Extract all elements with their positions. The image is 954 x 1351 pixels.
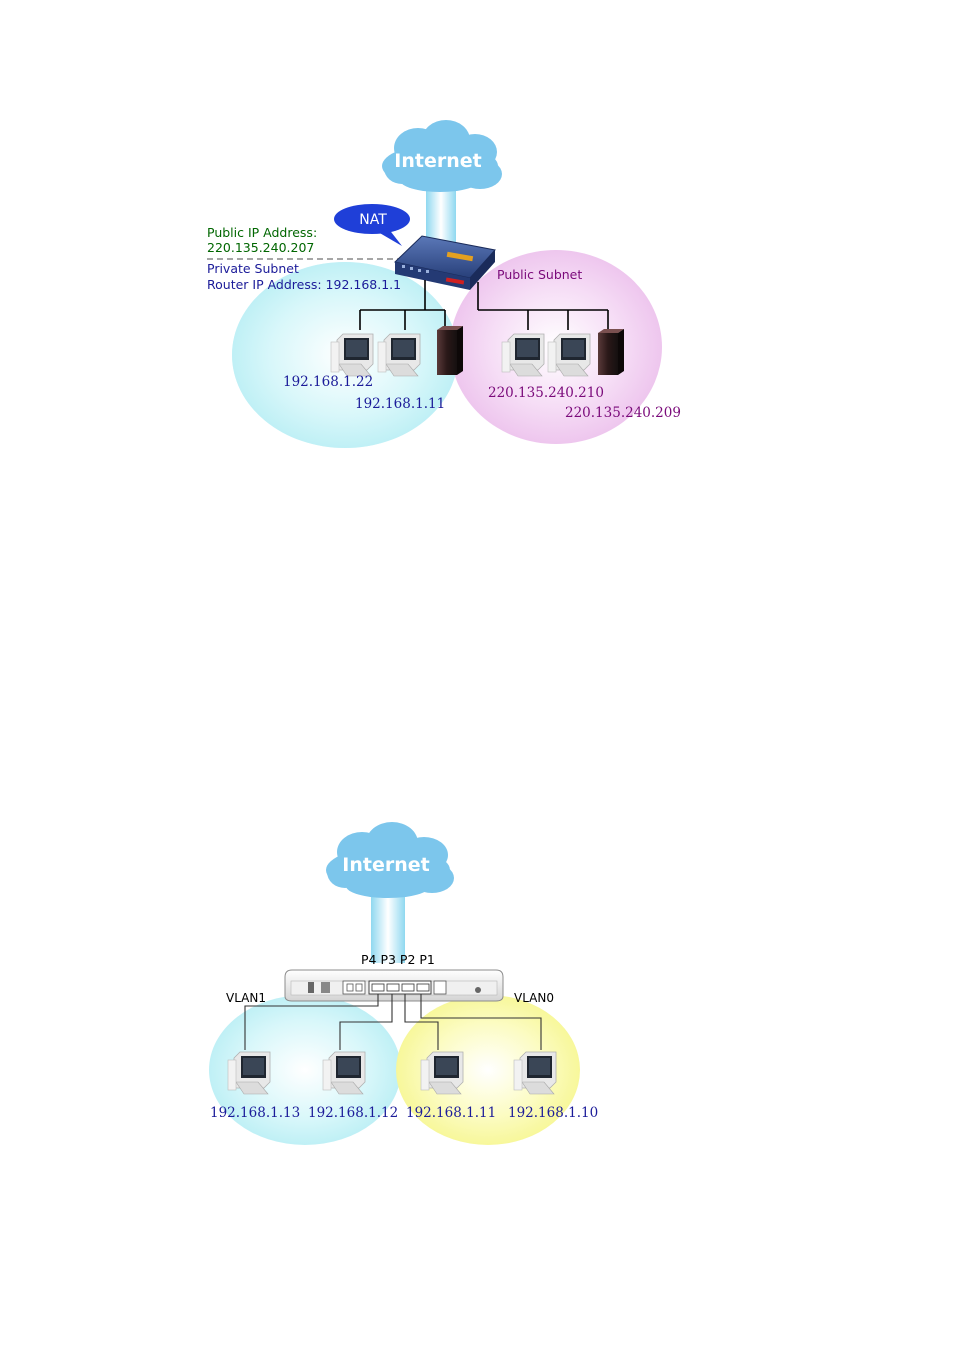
vlan-host-ip-3: 192.168.1.11 — [406, 1105, 496, 1121]
public-ip-label: Public IP Address: — [207, 225, 317, 240]
public-host-ip-2: 220.135.240.209 — [565, 405, 681, 421]
vlan1-pc-icon-1 — [227, 1051, 271, 1095]
ports-label: P4 P3 P2 P1 — [361, 952, 435, 967]
private-pc-icon-2 — [377, 333, 421, 377]
vlan-diagram: Internet P4 P3 P2 P1 VLAN1 VLAN0 — [209, 822, 598, 1145]
private-pc-icon-1 — [330, 333, 374, 377]
vlan0-label: VLAN0 — [514, 991, 554, 1005]
nat-label: NAT — [359, 212, 387, 228]
internet-cloud-icon: Internet — [382, 120, 502, 192]
internet-label: Internet — [394, 150, 481, 172]
public-subnet-label: Public Subnet — [497, 267, 582, 282]
vlan1-area — [209, 995, 401, 1145]
vlan-network-links — [244, 994, 542, 1050]
public-host-ip-1: 220.135.240.210 — [488, 385, 604, 401]
private-host-ip-1: 192.168.1.22 — [283, 374, 373, 390]
public-pc-icon-1 — [501, 333, 545, 377]
private-subnet-label: Private Subnet — [207, 261, 299, 276]
vlan0-pc-icon-1 — [420, 1051, 464, 1095]
vlan-host-ip-1: 192.168.1.13 — [210, 1105, 300, 1121]
vlan-host-ip-4: 192.168.1.10 — [508, 1105, 598, 1121]
vlan-host-ip-2: 192.168.1.12 — [308, 1105, 398, 1121]
private-host-ip-2: 192.168.1.11 — [355, 396, 445, 412]
nat-bubble: NAT — [334, 204, 410, 246]
public-pc-icon-2 — [547, 333, 591, 377]
router-ip-label: Router IP Address: 192.168.1.1 — [207, 277, 401, 292]
vlan1-pc-icon-2 — [322, 1051, 366, 1095]
nat-diagram: Internet NAT Public IP Address: 220.135.… — [207, 120, 681, 448]
internet-cloud-icon-2: Internet — [326, 822, 454, 898]
router-icon — [393, 235, 496, 290]
private-server-icon — [437, 326, 463, 375]
vlan0-pc-icon-2 — [513, 1051, 557, 1095]
public-ip-value: 220.135.240.207 — [207, 240, 314, 255]
internet-pipe-2 — [371, 893, 405, 963]
public-server-icon — [598, 329, 624, 375]
public-network-links — [477, 282, 609, 330]
private-network-links — [359, 280, 446, 330]
vlan1-label: VLAN1 — [226, 991, 266, 1005]
modem-icon — [284, 969, 504, 1002]
internet-label-2: Internet — [342, 854, 429, 876]
vlan0-area — [396, 995, 580, 1145]
